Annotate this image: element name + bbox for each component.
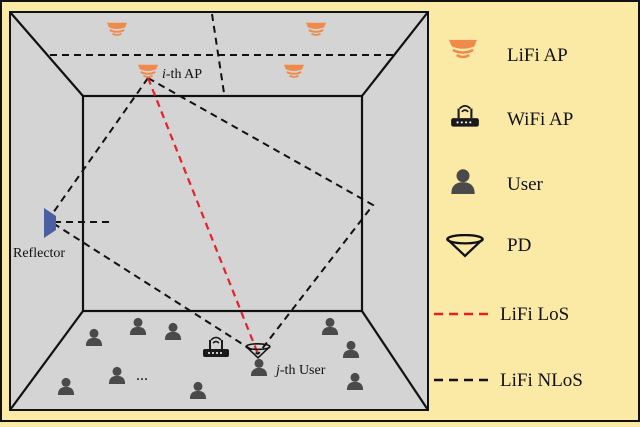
legend-wifi-router-icon: [450, 104, 480, 128]
legend-user-icon: [451, 169, 475, 194]
ceiling-grid: [50, 13, 393, 94]
legend-photodiode-icon: [446, 234, 484, 258]
legend-label-wifi-ap: WiFi AP: [507, 109, 573, 130]
legend: LiFi AP WiFi AP User PD LiFi LoS LiFi NL…: [434, 38, 583, 391]
ap-label: i-th AP: [162, 67, 202, 82]
legend-label-pd: PD: [507, 235, 531, 256]
edge-top-left: [9, 11, 84, 97]
legend-lifi-ap-icon: [447, 38, 479, 59]
los-path: [146, 77, 260, 355]
legend-label-los: LiFi LoS: [500, 304, 569, 325]
nlos-path-wall: [147, 77, 375, 355]
ceiling-grid-v: [211, 13, 225, 94]
edge-top-right: [361, 11, 429, 97]
edge-bottom-left: [9, 310, 84, 411]
back-wall: [81, 94, 364, 313]
room: [9, 11, 429, 411]
legend-label-lifi-ap: LiFi AP: [507, 45, 568, 66]
reflector-label: Reflector: [13, 246, 65, 261]
reflector-icon: [44, 208, 56, 238]
legend-label-user: User: [507, 174, 544, 195]
edge-bottom-right: [361, 310, 429, 411]
legend-label-nlos: LiFi NLoS: [500, 370, 583, 391]
ellipsis: ...: [136, 367, 148, 384]
user-label: j-th User: [274, 363, 326, 378]
